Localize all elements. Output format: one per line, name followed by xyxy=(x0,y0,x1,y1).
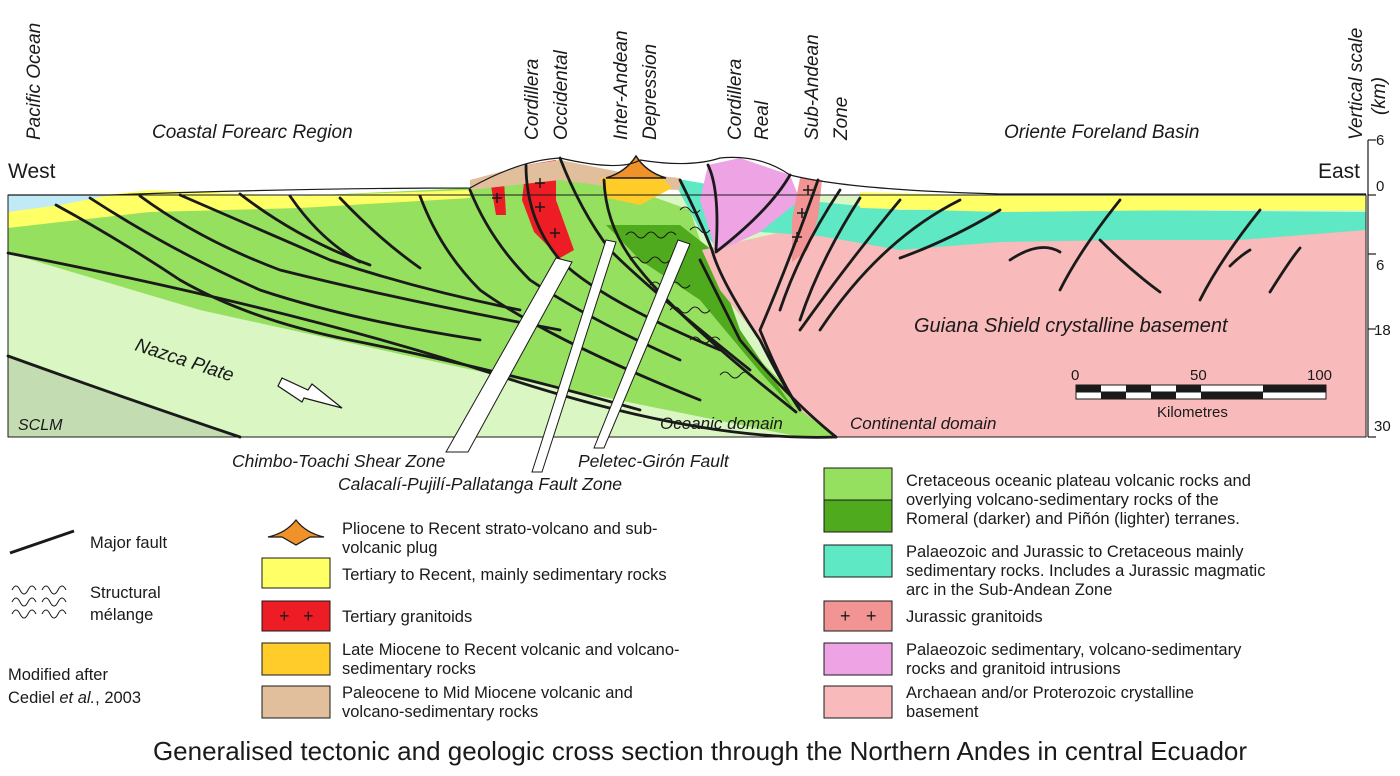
region-labels: Pacific Ocean Coastal Forearc Region Cor… xyxy=(8,23,1360,183)
legend-palaeozoic-sed-line-2: rocks and granitoid intrusions xyxy=(906,660,1121,678)
melange-label-1: Structural xyxy=(90,584,161,602)
svg-text:+: + xyxy=(303,606,314,626)
legend-palaeozoic-jur-line-3: arc in the Sub-Andean Zone xyxy=(906,581,1112,599)
legend-jurassic-gran-swatch xyxy=(823,600,893,632)
legend-tertiary-sed-swatch xyxy=(261,557,331,589)
legend-miocene-line-1: Late Miocene to Recent volcanic and volc… xyxy=(342,641,680,659)
fault-labels: Chimbo-Toachi Shear Zone Calacalí-Pujilí… xyxy=(232,451,730,494)
vertical-scale-label-2: (km) xyxy=(1369,77,1390,115)
svg-text:+: + xyxy=(279,606,290,626)
legend-jurassic-gran-label: Jurassic granitoids xyxy=(906,608,1043,626)
vscale-tick: 0 xyxy=(1376,178,1384,195)
horizontal-scale-bar: 0 50 100 Kilometres xyxy=(1071,367,1332,421)
peletec-label: Peletec-Girón Fault xyxy=(578,451,730,471)
legend-middle: Pliocene to Recent strato-volcano and su… xyxy=(261,519,680,721)
oceanic-domain-label: Oceanic domain xyxy=(660,414,783,433)
pacific-water xyxy=(8,195,110,212)
legend-volcano-line-1: Pliocene to Recent strato-volcano and su… xyxy=(342,520,658,538)
hscale-tick: 50 xyxy=(1190,367,1207,384)
melange-swatch xyxy=(11,585,67,619)
major-fault-swatch xyxy=(9,529,75,555)
legend-paleocene-line-2: volcano-sedimentary rocks xyxy=(342,703,538,721)
credit-line-1: Modified after xyxy=(8,666,108,684)
vscale-tick: 18 xyxy=(1374,322,1391,339)
hscale-label: Kilometres xyxy=(1157,404,1228,421)
legend-basement-swatch xyxy=(823,685,893,719)
granitoid-plus-marks xyxy=(492,178,813,242)
miocene-volcanics xyxy=(600,176,672,205)
legend-cretaceous-light-swatch xyxy=(823,467,893,501)
legend-cretaceous-dark-swatch xyxy=(823,499,893,533)
subduction-arrow xyxy=(277,377,343,409)
west-label: West xyxy=(8,160,56,183)
legend-basement-line-1: Archaean and/or Proterozoic crystalline xyxy=(906,684,1194,702)
vscale-tick: 6 xyxy=(1376,132,1384,149)
legend-palaeozoic-sed-swatch xyxy=(823,642,893,676)
tertiary-granitoid-1 xyxy=(522,160,574,258)
peletec-callout xyxy=(593,239,691,449)
pacific-ocean-label: Pacific Ocean xyxy=(24,23,45,140)
inter-andean-label-1: Inter-Andean xyxy=(611,30,632,140)
cordillera-occidental-label-2: Occidental xyxy=(551,49,572,140)
calacali-label: Calacalí-Pujilí-Pallatanga Fault Zone xyxy=(338,474,622,494)
teal-band xyxy=(672,178,1366,250)
sclm-label: SCLM xyxy=(18,417,63,434)
legend-palaeozoic-jur-line-2: sedimentary rocks. Includes a Jurassic m… xyxy=(906,562,1265,580)
cordillera-occidental-label-1: Cordillera xyxy=(522,59,543,140)
chimbo-label: Chimbo-Toachi Shear Zone xyxy=(232,451,446,471)
sub-andean-label-1: Sub-Andean xyxy=(802,34,823,140)
legend-tertiary-sed-label: Tertiary to Recent, mainly sedimentary r… xyxy=(342,566,667,584)
strato-volcano xyxy=(605,154,667,179)
surface-line xyxy=(8,156,1366,196)
legend-cretaceous-line-3: Romeral (darker) and Piñón (lighter) ter… xyxy=(906,510,1240,528)
legend-miocene-line-2: sedimentary rocks xyxy=(342,660,476,678)
legend-paleocene-line-1: Paleocene to Mid Miocene volcanic and xyxy=(342,684,633,702)
legend-cretaceous-line-2: overlying volcano-sedimentary rocks of t… xyxy=(906,491,1219,509)
guiana-shield-label: Guiana Shield crystalline basement xyxy=(914,315,1229,337)
hscale-tick: 100 xyxy=(1307,367,1332,384)
east-label: East xyxy=(1318,160,1360,183)
west-sedimentary-cover xyxy=(8,190,470,228)
legend-volcano-line-2: volcanic plug xyxy=(342,539,437,557)
svg-text:+: + xyxy=(840,606,851,626)
continental-domain-label: Continental domain xyxy=(850,414,996,433)
coastal-forearc-label: Coastal Forearc Region xyxy=(152,122,353,143)
inter-andean-label-2: Depression xyxy=(640,44,661,140)
sub-andean-label-2: Zone xyxy=(831,97,852,141)
legend-basement-line-2: basement xyxy=(906,703,979,721)
svg-text:+: + xyxy=(866,606,877,626)
jurassic-granitoid xyxy=(792,178,822,262)
vscale-tick: 30 xyxy=(1374,418,1391,435)
legend-palaeozoic-jur-swatch xyxy=(823,544,893,578)
legend-miocene-swatch xyxy=(261,642,331,676)
fault-zone-callouts xyxy=(445,239,691,473)
legend-left: Major fault Structural mélange Modified … xyxy=(8,529,167,707)
credit-line-2: Cediel et al., 2003 xyxy=(8,689,141,707)
legend-tertiary-gran-swatch xyxy=(261,600,331,632)
legend-volcano-swatch xyxy=(267,519,325,546)
melange-label-2: mélange xyxy=(90,606,153,624)
east-sedimentary-cover xyxy=(860,192,1366,212)
major-fault-label: Major fault xyxy=(90,534,167,552)
vertical-scale: Vertical scale (km) 6 0 6 18 30 xyxy=(1346,28,1391,438)
oriente-basin-label: Oriente Foreland Basin xyxy=(1004,122,1199,143)
vertical-scale-label-1: Vertical scale xyxy=(1346,28,1367,140)
section-border xyxy=(7,194,1367,438)
legend-paleocene-swatch xyxy=(261,685,331,719)
chimbo-callout xyxy=(445,257,573,453)
vscale-tick: 6 xyxy=(1376,257,1384,274)
hscale-tick: 0 xyxy=(1071,367,1079,384)
legend-cretaceous-line-1: Cretaceous oceanic plateau volcanic rock… xyxy=(906,472,1251,490)
calacali-callout xyxy=(531,239,617,473)
cordillera-real-label-2: Real xyxy=(752,100,773,140)
legend-right: Cretaceous oceanic plateau volcanic rock… xyxy=(823,467,1265,721)
cordillera-real-pink xyxy=(700,158,800,252)
figure-title: Generalised tectonic and geologic cross … xyxy=(153,736,1247,766)
legend-palaeozoic-jur-line-1: Palaeozoic and Jurassic to Cretaceous ma… xyxy=(906,543,1244,561)
cordillera-real-label-1: Cordillera xyxy=(725,59,746,140)
legend-palaeozoic-sed-line-1: Palaeozoic sedimentary, volcano-sediment… xyxy=(906,641,1242,659)
legend-tertiary-gran-label: Tertiary granitoids xyxy=(342,608,472,626)
